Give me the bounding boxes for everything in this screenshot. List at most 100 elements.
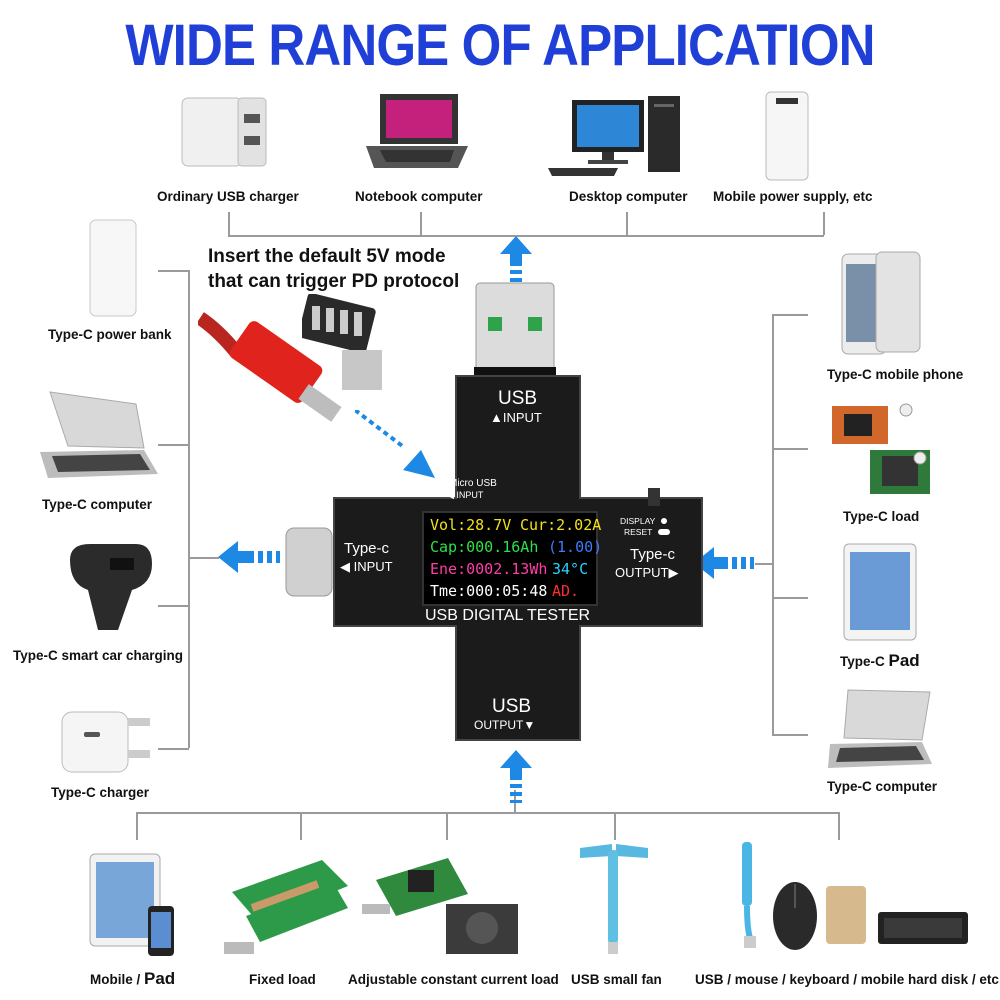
label-typec-smart-car-charging: Type-C smart car charging xyxy=(13,648,184,663)
label-desktop-computer: Desktop computer xyxy=(569,189,688,204)
keyboard-icon xyxy=(878,912,968,944)
tester-brand: USB DIGITAL TESTER xyxy=(425,607,591,624)
power-bank-icon xyxy=(765,91,809,181)
right-bus-line xyxy=(772,314,774,734)
arrow-up-icon xyxy=(500,750,532,803)
mobile-phone-icon xyxy=(841,251,921,355)
top-drop-4 xyxy=(823,212,825,235)
label-usb-small-fan: USB small fan xyxy=(571,972,662,987)
top-bus-line xyxy=(228,235,824,237)
lcd-dp-value: (1.00) xyxy=(548,538,603,556)
car-charger-icon xyxy=(70,544,152,630)
typec-charger-icon xyxy=(61,711,150,773)
bottom-drop-2 xyxy=(300,812,302,840)
micro-usb-sub: ◀ INPUT xyxy=(447,490,484,500)
top-drop-3 xyxy=(626,212,628,235)
label-mobile-power-supply: Mobile power supply, etc xyxy=(713,189,873,204)
label-typec-mobile-phone: Type-C mobile phone xyxy=(827,367,964,382)
left-bus-line xyxy=(188,270,190,748)
ipad-icon xyxy=(89,853,174,956)
fixed-load-icon xyxy=(224,860,348,954)
label-adjustable-load: Adjustable constant current load xyxy=(348,972,559,987)
notebook-icon xyxy=(366,94,468,168)
label-usb-mouse-keyboard: USB / mouse / keyboard / mobile hard dis… xyxy=(695,972,999,987)
usb-output-sub: OUTPUT▼ xyxy=(474,718,536,732)
micro-usb-cable-icon xyxy=(198,312,342,422)
arrow-left-icon xyxy=(218,541,280,573)
label-mobile-pad: Mobile / Pad xyxy=(90,969,175,989)
right-tick-2 xyxy=(772,448,808,450)
display-button-label: DISPLAY xyxy=(620,516,656,526)
usb-light-icon xyxy=(742,842,756,948)
left-tick-1 xyxy=(158,270,189,272)
usb-fan-icon xyxy=(580,844,648,954)
lcd-ad: AD. xyxy=(552,582,580,600)
right-to-center xyxy=(755,563,773,565)
bottom-drop-5 xyxy=(838,812,840,840)
top-drop-1 xyxy=(228,212,230,235)
micro-usb-label: Micro USB xyxy=(449,478,497,489)
lcd-time: Tme:000:05:48 xyxy=(430,582,548,600)
pd-note-line1: Insert the default 5V mode xyxy=(208,246,446,267)
bottom-drop-4 xyxy=(614,812,616,840)
label-pad-word-bottom: Pad xyxy=(144,969,176,988)
display-button[interactable] xyxy=(661,518,667,524)
bottom-drop-1 xyxy=(136,812,138,840)
right-tick-1 xyxy=(772,314,808,316)
lcd-current: Cur:2.02A xyxy=(520,516,602,534)
otg-adapter-icon xyxy=(302,294,382,390)
typec-input-label: Type-c xyxy=(344,540,390,557)
lcd-energy: Ene:0002.13Wh xyxy=(430,560,548,578)
left-tick-3 xyxy=(158,605,189,607)
reset-button[interactable] xyxy=(658,529,670,535)
label-typec-computer: Type-C computer xyxy=(42,497,153,512)
label-fixed-load: Fixed load xyxy=(249,972,316,987)
label-typec-charger: Type-C charger xyxy=(51,785,150,800)
usb-output-label: USB xyxy=(492,696,532,717)
lcd-capacity: Cap:000.16Ah xyxy=(430,538,539,556)
typec-load-icon xyxy=(832,403,930,494)
power-bank-icon xyxy=(89,219,137,317)
laptop-icon xyxy=(40,391,158,478)
bottom-drop-3 xyxy=(446,812,448,840)
lcd-screen: Vol:28.7V Cur:2.02A Cap:000.16Ah (1.00) … xyxy=(422,511,602,606)
label-ordinary-usb-charger: Ordinary USB charger xyxy=(157,189,299,204)
right-tick-4 xyxy=(772,734,808,736)
lcd-voltage: Vol:28.7V xyxy=(430,516,512,534)
reset-button-label: RESET xyxy=(624,527,653,537)
label-typec-prefix: Type-C xyxy=(840,654,889,669)
bottom-bus-line xyxy=(136,812,840,814)
typec-plug-icon xyxy=(285,527,333,597)
label-notebook-computer: Notebook computer xyxy=(355,189,483,204)
adjustable-load-icon xyxy=(362,858,518,954)
arrow-left-icon xyxy=(694,547,754,579)
typec-output-sub: OUTPUT▶ xyxy=(615,565,679,580)
page-title: WIDE RANGE OF APPLICATION xyxy=(125,13,875,78)
left-tick-4 xyxy=(158,748,189,750)
usb-a-plug-icon xyxy=(474,282,556,381)
usb-input-label: USB xyxy=(498,388,538,409)
left-tick-2 xyxy=(158,444,189,446)
pd-note-line2: that can trigger PD protocol xyxy=(208,271,460,292)
label-typec-computer-right: Type-C computer xyxy=(827,779,938,794)
label-mobile-prefix: Mobile / xyxy=(90,972,144,987)
label-typec-power-bank: Type-C power bank xyxy=(48,327,172,342)
label-typec-pad: Type-C Pad xyxy=(840,651,920,671)
hard-disk-icon xyxy=(826,886,866,944)
typec-output-label: Type-c xyxy=(630,546,676,563)
arrow-diagonal-icon xyxy=(355,410,435,478)
mouse-icon xyxy=(773,882,817,950)
pd-note: Insert the default 5V mode that can trig… xyxy=(208,244,459,294)
usb-input-sub: ▲INPUT xyxy=(490,410,542,425)
left-to-center xyxy=(189,557,219,559)
top-drop-2 xyxy=(420,212,422,235)
pad-icon xyxy=(843,543,917,641)
laptop-icon xyxy=(828,689,932,768)
right-tick-3 xyxy=(772,597,808,599)
label-typec-load: Type-C load xyxy=(843,509,920,524)
typec-input-sub: ◀ INPUT xyxy=(340,559,393,574)
lcd-temperature: 34°C xyxy=(552,560,589,578)
desktop-icon xyxy=(548,96,680,176)
label-pad-word: Pad xyxy=(888,651,920,670)
usb-charger-icon xyxy=(181,97,267,167)
